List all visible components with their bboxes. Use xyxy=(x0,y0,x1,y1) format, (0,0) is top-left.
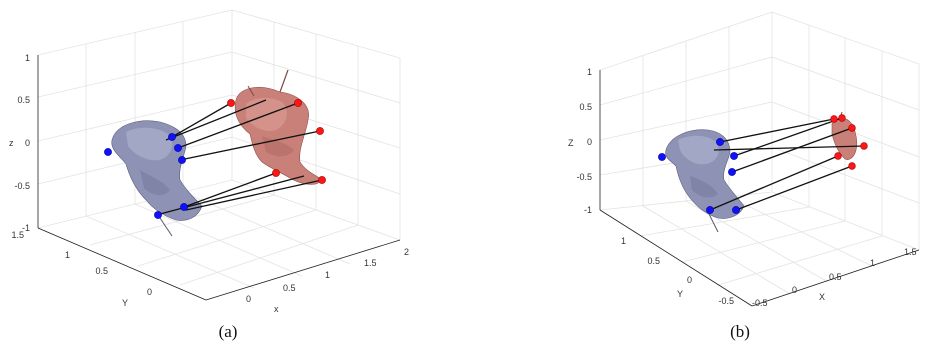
y-tick: 0 xyxy=(687,275,692,285)
source-point xyxy=(732,206,740,214)
target-point xyxy=(830,115,838,123)
y-tick: 0.5 xyxy=(95,266,108,276)
z-tick: -0.5 xyxy=(576,172,592,182)
target-point xyxy=(316,127,324,135)
y-axis-label: Y xyxy=(122,298,128,308)
source-point xyxy=(104,148,112,156)
x-tick: 1.5 xyxy=(364,258,377,268)
box-wireframe xyxy=(599,11,920,307)
target-point xyxy=(838,114,846,122)
target-animal-shape xyxy=(234,69,323,185)
x-axis-label: x xyxy=(274,304,279,314)
z-tick: 0 xyxy=(587,137,592,147)
x-tick: 0 xyxy=(792,285,797,295)
y-axis-label: Y xyxy=(677,289,683,299)
x-axis-ticks: 0 0.5 1 1.5 2 xyxy=(246,247,409,304)
z-axis-ticks: 1 0.5 0 -0.5 -1 xyxy=(14,53,30,233)
correspondence-lines xyxy=(159,99,323,215)
source-point xyxy=(180,203,188,211)
caption-a: (a) xyxy=(218,322,238,341)
z-tick: 1 xyxy=(25,53,30,63)
source-landmarks xyxy=(104,133,188,219)
caption-b: (b) xyxy=(730,322,750,341)
x-tick: 1 xyxy=(870,258,875,268)
panel-b: 1 0.5 0 -0.5 -1 Z 1 0.5 0 -0.5 Y -0.5 0 … xyxy=(472,0,943,346)
y-axis-ticks: 1.5 1 0.5 0 xyxy=(11,230,152,297)
axes-lines xyxy=(599,70,920,307)
target-landmarks xyxy=(830,114,868,170)
target-landmarks xyxy=(227,99,326,184)
z-axis-ticks: 1 0.5 0 -0.5 -1 xyxy=(576,67,592,215)
target-point xyxy=(272,169,280,177)
x-tick: 0.5 xyxy=(829,272,842,282)
y-tick: 1.5 xyxy=(11,230,24,240)
target-point xyxy=(227,99,235,107)
axes-lines xyxy=(37,55,401,301)
panel-a: 1 0.5 0 -0.5 -1 z 1.5 1 0.5 0 Y 0 0.5 1 … xyxy=(0,0,471,346)
source-landmarks xyxy=(658,138,740,214)
y-tick: 0 xyxy=(147,287,152,297)
source-point xyxy=(154,211,162,219)
target-point xyxy=(294,99,302,107)
plot-a: 1 0.5 0 -0.5 -1 z 1.5 1 0.5 0 Y 0 0.5 1 … xyxy=(9,9,409,314)
y-tick: 0.5 xyxy=(647,256,660,266)
target-point xyxy=(834,152,842,160)
z-tick: 0.5 xyxy=(17,95,30,105)
source-animal-shape xyxy=(665,129,745,233)
source-point xyxy=(728,168,736,176)
y-tick: -0.5 xyxy=(718,296,734,306)
z-tick: -0.5 xyxy=(14,181,30,191)
correspondence-lines xyxy=(709,117,865,211)
z-axis-label: z xyxy=(9,138,14,148)
source-point xyxy=(174,144,182,152)
source-point xyxy=(168,133,176,141)
source-point xyxy=(730,152,738,160)
z-tick: 1 xyxy=(587,67,592,77)
x-tick: 0 xyxy=(246,294,251,304)
source-point xyxy=(716,138,724,146)
source-point xyxy=(658,153,666,161)
target-point xyxy=(848,162,856,170)
source-point xyxy=(178,156,186,164)
x-tick: 2 xyxy=(404,247,409,257)
x-axis-label: X xyxy=(819,292,825,302)
y-axis-ticks: 1 0.5 0 -0.5 xyxy=(621,236,734,306)
source-point xyxy=(706,206,714,214)
z-tick: 0 xyxy=(25,138,30,148)
y-tick: 1 xyxy=(621,236,626,246)
z-tick: 0.5 xyxy=(579,102,592,112)
x-tick: 0.5 xyxy=(283,283,296,293)
target-point xyxy=(860,142,868,150)
y-tick: 1 xyxy=(65,250,70,260)
target-point xyxy=(318,176,326,184)
plot-b: 1 0.5 0 -0.5 -1 Z 1 0.5 0 -0.5 Y -0.5 0 … xyxy=(568,11,920,308)
x-tick: -0.5 xyxy=(752,298,768,308)
x-tick: 1.5 xyxy=(904,247,917,257)
z-tick: -1 xyxy=(584,205,592,215)
x-axis-ticks: -0.5 0 0.5 1 1.5 xyxy=(752,247,917,308)
x-tick: 1 xyxy=(325,270,330,280)
z-axis-label: Z xyxy=(568,138,574,148)
target-point xyxy=(848,124,856,132)
z-tick: -1 xyxy=(22,223,30,233)
